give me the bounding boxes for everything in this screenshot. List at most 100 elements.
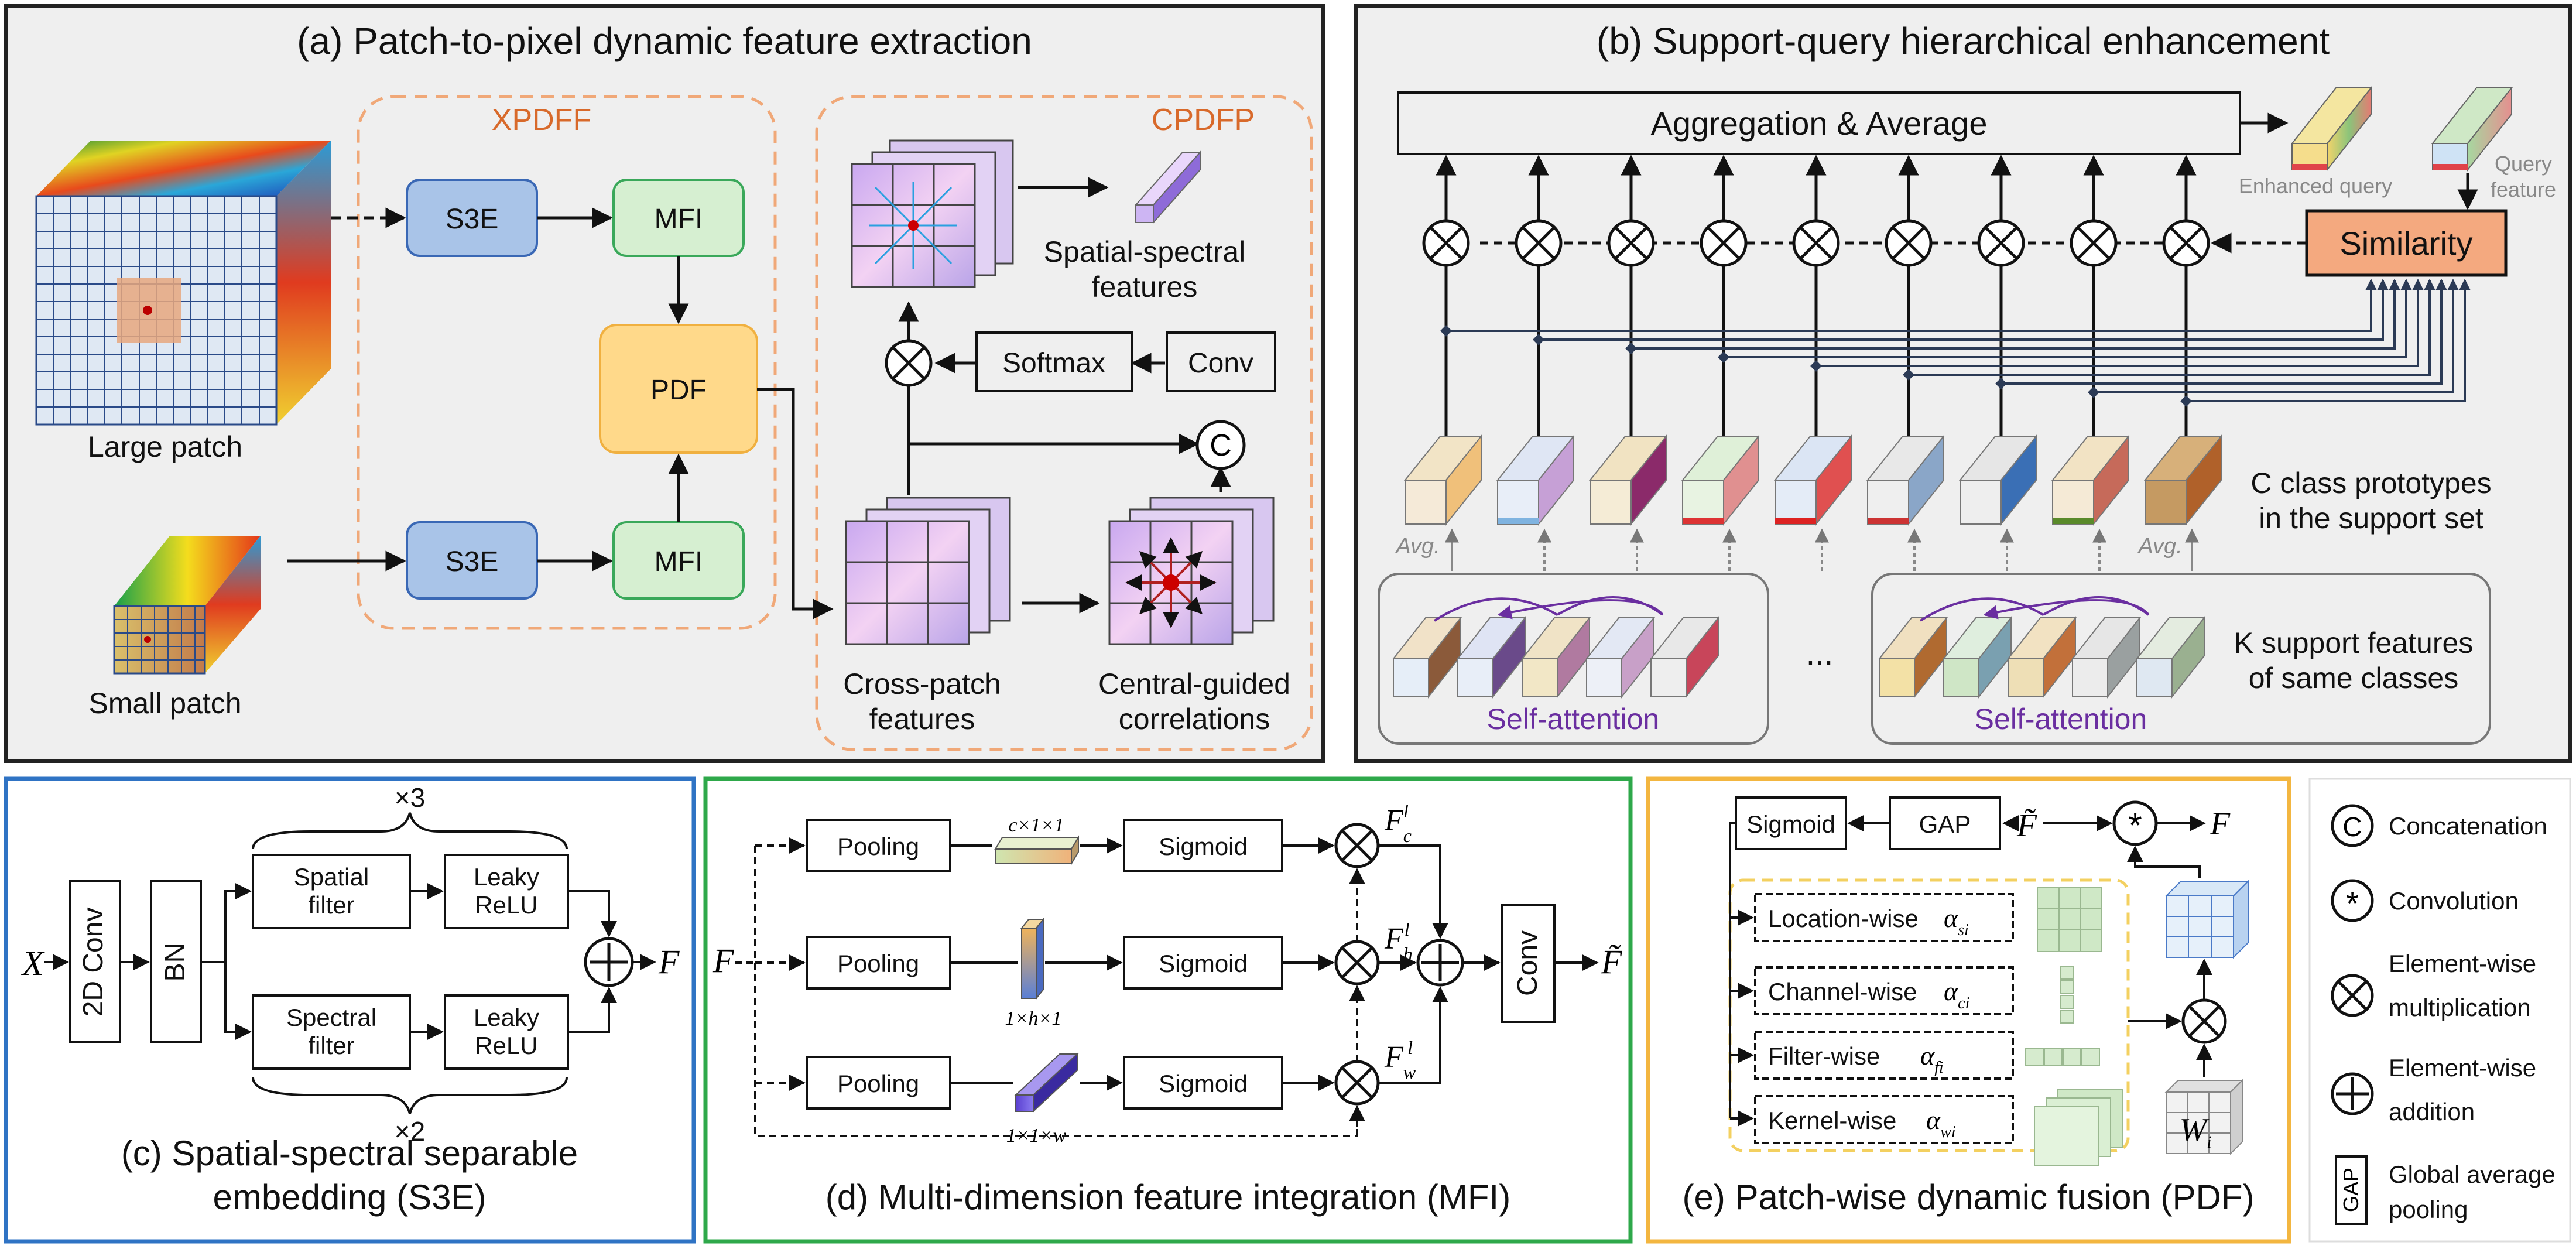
- legend-gap-label-2: pooling: [2389, 1196, 2468, 1223]
- xpdff-label: XPDFF: [492, 103, 591, 137]
- panel-e-arrows: [1729, 815, 2212, 1127]
- channel-wise-block[interactable]: Channel-wise αci: [1754, 966, 2014, 1015]
- svg-text:Sigmoid: Sigmoid: [1159, 950, 1248, 977]
- pdf-block[interactable]: PDF: [599, 324, 758, 454]
- dim-h-label: 1×h×1: [1005, 1008, 1062, 1029]
- svg-text:*: *: [2346, 885, 2359, 922]
- panel-a-arrows: [287, 177, 1231, 620]
- central-guided-label-1: Central-guided: [1098, 668, 1290, 700]
- pooling-block-3[interactable]: Pooling: [806, 1056, 951, 1110]
- multiply-node-b2: [1515, 219, 1563, 267]
- spectral-filter-block[interactable]: Spectral filter: [252, 994, 411, 1070]
- s3e-block-bottom[interactable]: S3E: [406, 521, 538, 600]
- multiply-node-b5: [1792, 219, 1840, 267]
- sigmoid-block-3[interactable]: Sigmoid: [1123, 1056, 1283, 1110]
- sigmoid-block-2[interactable]: Sigmoid: [1123, 936, 1283, 990]
- self-attention-label-right: Self-attention: [1975, 703, 2147, 735]
- small-patch-cube: [113, 536, 261, 675]
- dim-c-label: c×1×1: [1009, 815, 1064, 836]
- support-features-label-1: K support features: [2234, 627, 2474, 659]
- svg-text:Conv: Conv: [1188, 348, 1253, 379]
- svg-text:Aggregation & Average: Aggregation & Average: [1651, 105, 1988, 142]
- multiply-node-b6: [1885, 219, 1933, 267]
- legend-addition-icon: [2331, 1072, 2374, 1115]
- svg-text:S3E: S3E: [446, 546, 499, 577]
- mfi-input-f: F: [712, 942, 734, 980]
- small-patch-label: Small patch: [88, 687, 241, 720]
- cross-patch-features: [845, 497, 1011, 645]
- svg-text:Kernel-wise: Kernel-wise: [1768, 1107, 1896, 1134]
- cross-patch-label-1: Cross-patch: [843, 668, 1001, 700]
- conv-block-a[interactable]: Conv: [1166, 331, 1276, 392]
- conv2d-block[interactable]: 2D Conv: [69, 880, 121, 1043]
- channel-descriptor-bar: [994, 835, 1080, 866]
- multiply-node-e: [2181, 998, 2227, 1044]
- mfi-output-f-tilde: F̃: [1601, 943, 1622, 981]
- repeat-times-3: ×3: [395, 782, 425, 813]
- leaky-relu-top-block[interactable]: Leaky ReLU: [444, 854, 569, 929]
- weight-label: Wi: [2180, 1112, 2212, 1152]
- attention-shape-icons: [2025, 887, 2123, 1166]
- svg-text:2D Conv: 2D Conv: [78, 908, 109, 1017]
- svg-text:Leaky: Leaky: [474, 863, 539, 891]
- avg-label-left: Avg.: [1395, 534, 1440, 559]
- multiply-node-b8: [2070, 219, 2118, 267]
- pooling-block-2[interactable]: Pooling: [806, 936, 951, 990]
- f-w-label: Fwl: [1384, 1037, 1416, 1083]
- pdf-output-f: F: [2210, 806, 2231, 842]
- svg-text:Pooling: Pooling: [837, 1070, 919, 1097]
- pooling-block-1[interactable]: Pooling: [806, 819, 951, 872]
- svg-text:Pooling: Pooling: [837, 833, 919, 860]
- central-guided-label-2: correlations: [1119, 703, 1270, 735]
- multiply-node-d3: [1334, 1060, 1380, 1106]
- svg-text:Leaky: Leaky: [474, 1004, 539, 1031]
- support-group-left: [1378, 573, 1769, 745]
- softmax-block[interactable]: Softmax: [975, 331, 1133, 392]
- svg-text:αfi: αfi: [1920, 1041, 1944, 1077]
- svg-text:Spatial: Spatial: [294, 863, 369, 891]
- svg-text:MFI: MFI: [655, 204, 703, 235]
- spatial-filter-block[interactable]: Spatial filter: [252, 854, 411, 929]
- panel-c-arrows: [44, 812, 656, 1114]
- svg-text:Conv: Conv: [1512, 930, 1543, 996]
- concat-node-a: C: [1195, 420, 1246, 470]
- bn-block[interactable]: BN: [150, 880, 202, 1043]
- svg-text:Channel-wise: Channel-wise: [1768, 978, 1917, 1005]
- width-descriptor-bar: [1014, 1052, 1079, 1113]
- class-prototypes-label-1: C class prototypes: [2250, 467, 2491, 499]
- mfi-block-bottom[interactable]: MFI: [612, 521, 745, 600]
- svg-text:αci: αci: [1944, 976, 1969, 1012]
- sigmoid-block-e[interactable]: Sigmoid: [1735, 796, 1847, 850]
- aggregation-average-block[interactable]: Aggregation & Average: [1397, 91, 2241, 155]
- svg-text:GAP: GAP: [1919, 810, 1971, 838]
- sigmoid-block-1[interactable]: Sigmoid: [1123, 819, 1283, 872]
- similarity-block[interactable]: Similarity: [2305, 209, 2508, 277]
- query-feature-label-1: Query: [2495, 152, 2552, 176]
- gap-block-e[interactable]: GAP: [1889, 796, 2001, 850]
- svg-text:Softmax: Softmax: [1002, 348, 1105, 379]
- spatial-spectral-label-1: Spatial-spectral: [1044, 235, 1246, 268]
- ellipsis: ...: [1806, 635, 1834, 672]
- mfi-block-top[interactable]: MFI: [612, 179, 745, 257]
- add-node-c: [584, 937, 634, 987]
- similarity-feed-lines: [1446, 279, 2471, 402]
- s3e-output-f: F: [658, 943, 680, 981]
- svg-text:GAP: GAP: [2339, 1168, 2363, 1212]
- panel-a-title: (a) Patch-to-pixel dynamic feature extra…: [297, 20, 1032, 62]
- class-prototypes-label-2: in the support set: [2259, 502, 2483, 535]
- panel-d-arrows: [735, 837, 1599, 1137]
- svg-text:MFI: MFI: [655, 546, 703, 577]
- conv-block-d[interactable]: Conv: [1501, 904, 1556, 1023]
- panel-c-title-2: embedding (S3E): [213, 1178, 487, 1217]
- panel-b-title: (b) Support-query hierarchical enhanceme…: [1597, 20, 2330, 62]
- legend-concat-label: Concatenation: [2389, 812, 2547, 840]
- legend-add-label-2: addition: [2389, 1098, 2475, 1125]
- leaky-relu-bottom-block[interactable]: Leaky ReLU: [444, 994, 569, 1070]
- support-features-right: [1878, 596, 2206, 699]
- multiply-node-b1: [1422, 219, 1470, 267]
- s3e-block-top[interactable]: S3E: [406, 179, 538, 257]
